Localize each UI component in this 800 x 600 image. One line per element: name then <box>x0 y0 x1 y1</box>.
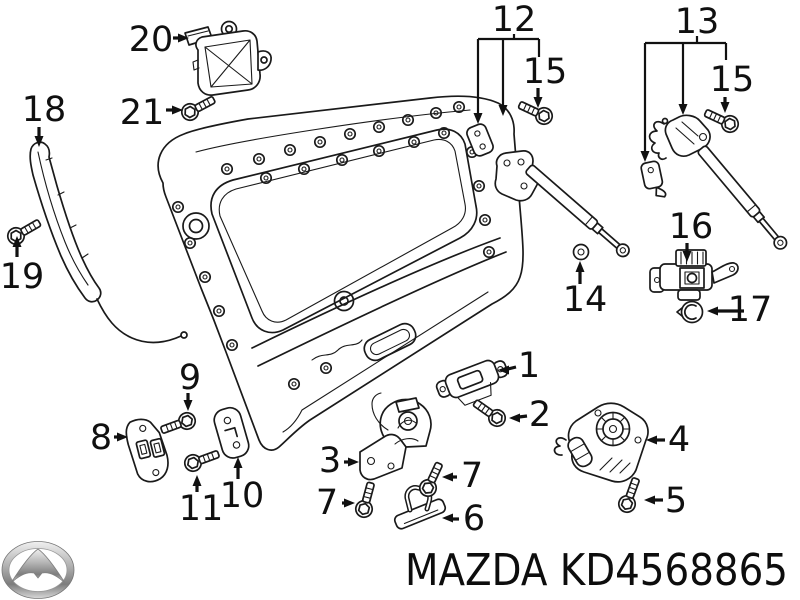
callout-10: 10 <box>220 476 265 516</box>
callout-13: 13 <box>675 2 720 42</box>
callout-6: 6 <box>463 499 485 539</box>
callout-8: 8 <box>90 418 112 458</box>
callout-19: 19 <box>0 257 44 297</box>
part-1-handle-bracket <box>435 359 509 406</box>
gas-strut <box>697 145 788 250</box>
callout-4: 4 <box>668 420 690 460</box>
callout-17: 17 <box>728 290 773 330</box>
strut-mount-pad <box>466 123 494 157</box>
footer-part-title: MAZDA KD4568865 <box>405 545 788 596</box>
part-4-lock-actuator <box>553 402 649 483</box>
gas-strut <box>525 164 630 258</box>
part-12-strut-left <box>466 123 630 258</box>
part-6-striker <box>393 485 447 530</box>
strut-harness <box>648 120 667 161</box>
callout-18: 18 <box>22 90 67 130</box>
part-21-bolt <box>178 91 219 124</box>
part-2-bolt <box>469 394 510 431</box>
callout-5: 5 <box>665 481 687 521</box>
part-20-lock-actuator <box>184 20 272 96</box>
part-10-plate <box>213 406 250 459</box>
license-plate-recess <box>363 322 417 362</box>
part-13-strut-right <box>640 114 788 250</box>
part-9-bolt <box>157 409 199 439</box>
part-16-bracket <box>649 249 739 301</box>
part-3-latch <box>359 392 432 481</box>
part-7b-bolt <box>416 459 448 500</box>
callout-21: 21 <box>120 93 165 133</box>
callout-labels: 20 21 18 19 12 15 13 15 14 16 17 9 8 10 … <box>0 0 772 539</box>
callout-1: 1 <box>518 346 540 386</box>
callout-9: 9 <box>179 358 201 398</box>
hinge-grommet <box>182 212 355 312</box>
part-18-pillar-strip <box>29 141 188 344</box>
tailgate-window-opening <box>210 128 478 334</box>
callout-arrows <box>12 33 744 523</box>
callout-7a: 7 <box>316 483 338 523</box>
callout-15b: 15 <box>710 60 755 100</box>
callout-11: 11 <box>179 489 224 529</box>
callout-14: 14 <box>563 280 608 320</box>
callout-2: 2 <box>529 395 551 435</box>
callout-7b: 7 <box>461 456 483 496</box>
part-17-grommet-nut <box>676 300 704 324</box>
callout-12: 12 <box>492 0 537 40</box>
part-8-plate <box>125 418 169 483</box>
callout-20: 20 <box>129 20 174 60</box>
part-19-bolt <box>3 214 45 249</box>
part-7a-bolt <box>353 479 380 520</box>
callout-3: 3 <box>319 441 341 481</box>
tailgate-drawing <box>157 95 524 451</box>
harness-connector <box>180 331 188 339</box>
tailgate-outline <box>157 95 524 451</box>
strut-mount-pad <box>640 160 667 198</box>
footer: MAZDA KD4568865 <box>1 541 788 599</box>
callout-16: 16 <box>669 207 714 247</box>
part-11-bolt <box>181 445 223 475</box>
mazda-logo-icon <box>1 541 75 599</box>
part-14-washer <box>572 243 590 261</box>
callout-15a: 15 <box>523 52 568 92</box>
